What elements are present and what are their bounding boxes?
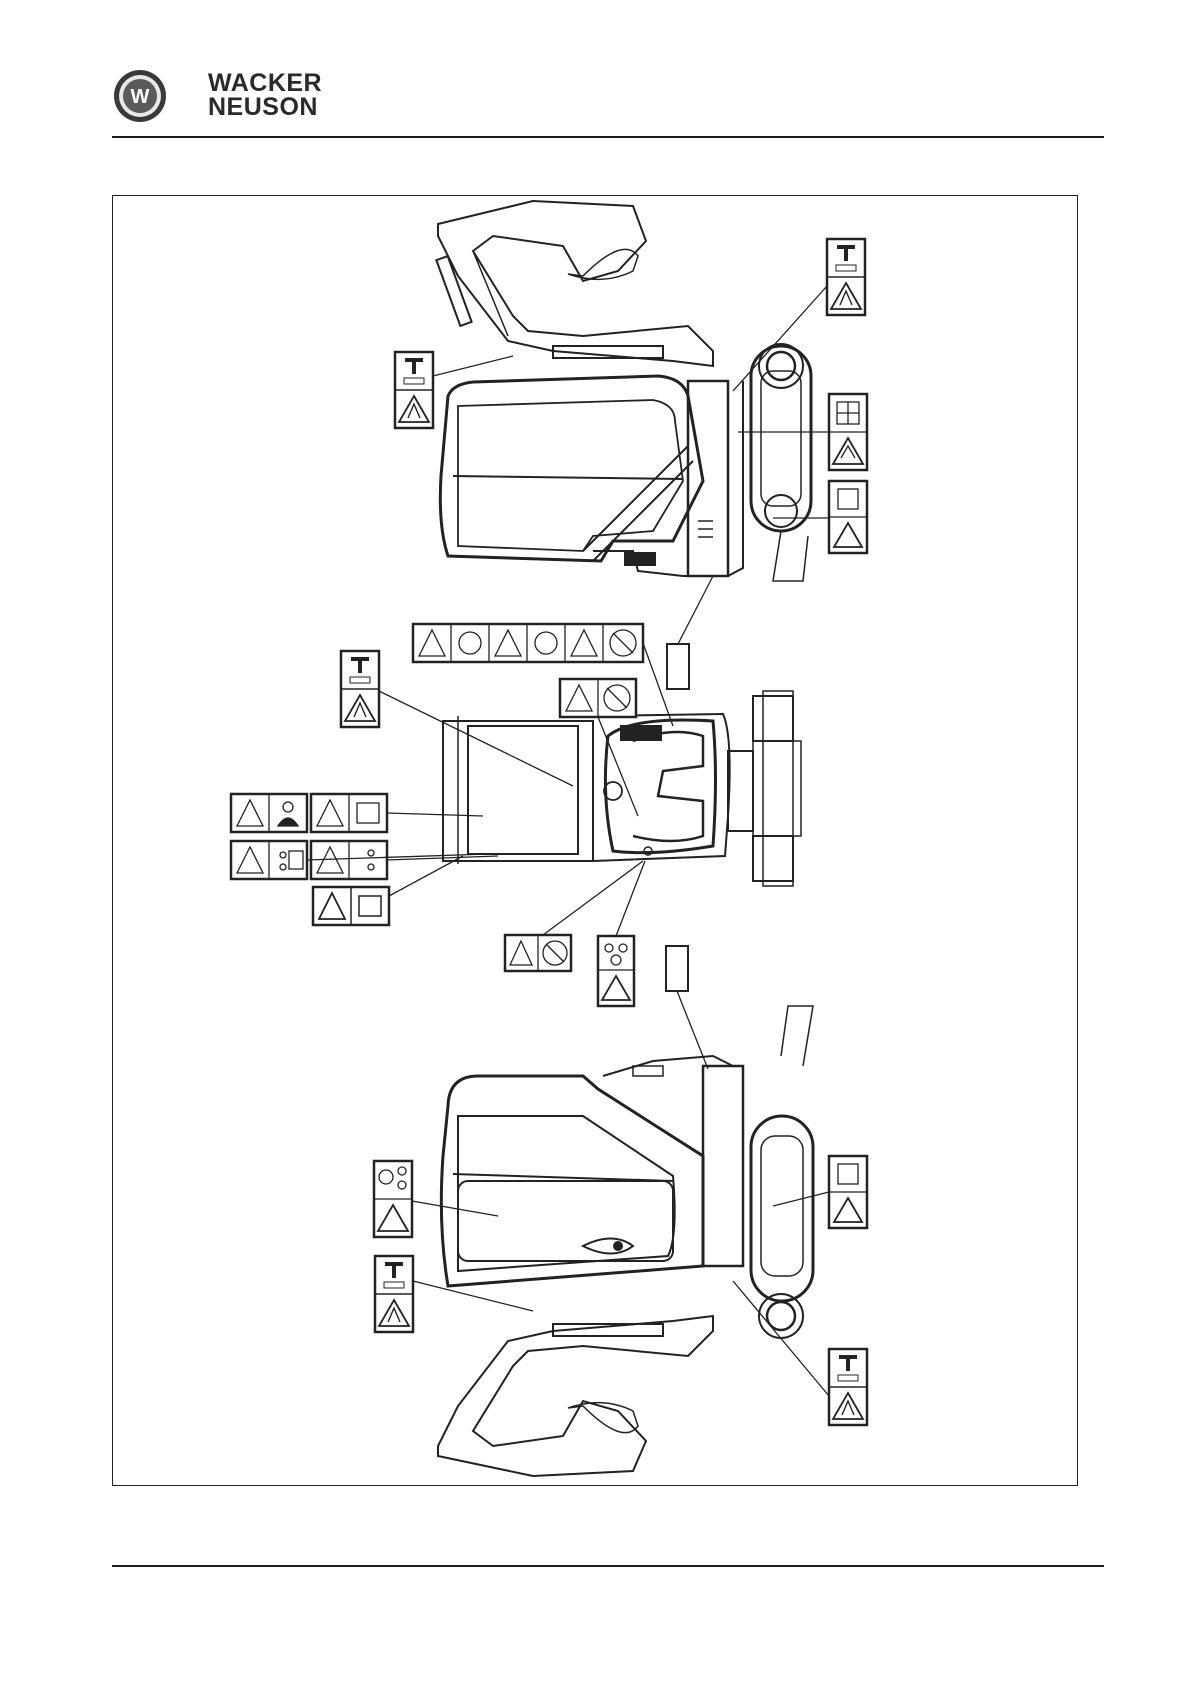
footer-divider (112, 1565, 1104, 1567)
brand-line-2: NEUSON (208, 96, 322, 120)
excavator-diagram (113, 196, 1079, 1487)
brand-wordmark: WACKER NEUSON (208, 72, 322, 120)
safety-decals (231, 239, 867, 1425)
logo-letter: W (131, 86, 150, 108)
page-header: W WACKER NEUSON (112, 66, 1102, 138)
header-divider (112, 136, 1104, 138)
wacker-neuson-logo-icon: W (112, 68, 168, 124)
side-view-left (436, 201, 811, 581)
safety-labels-figure (112, 195, 1078, 1486)
rear-view (443, 691, 801, 886)
side-view-right (438, 1006, 813, 1476)
